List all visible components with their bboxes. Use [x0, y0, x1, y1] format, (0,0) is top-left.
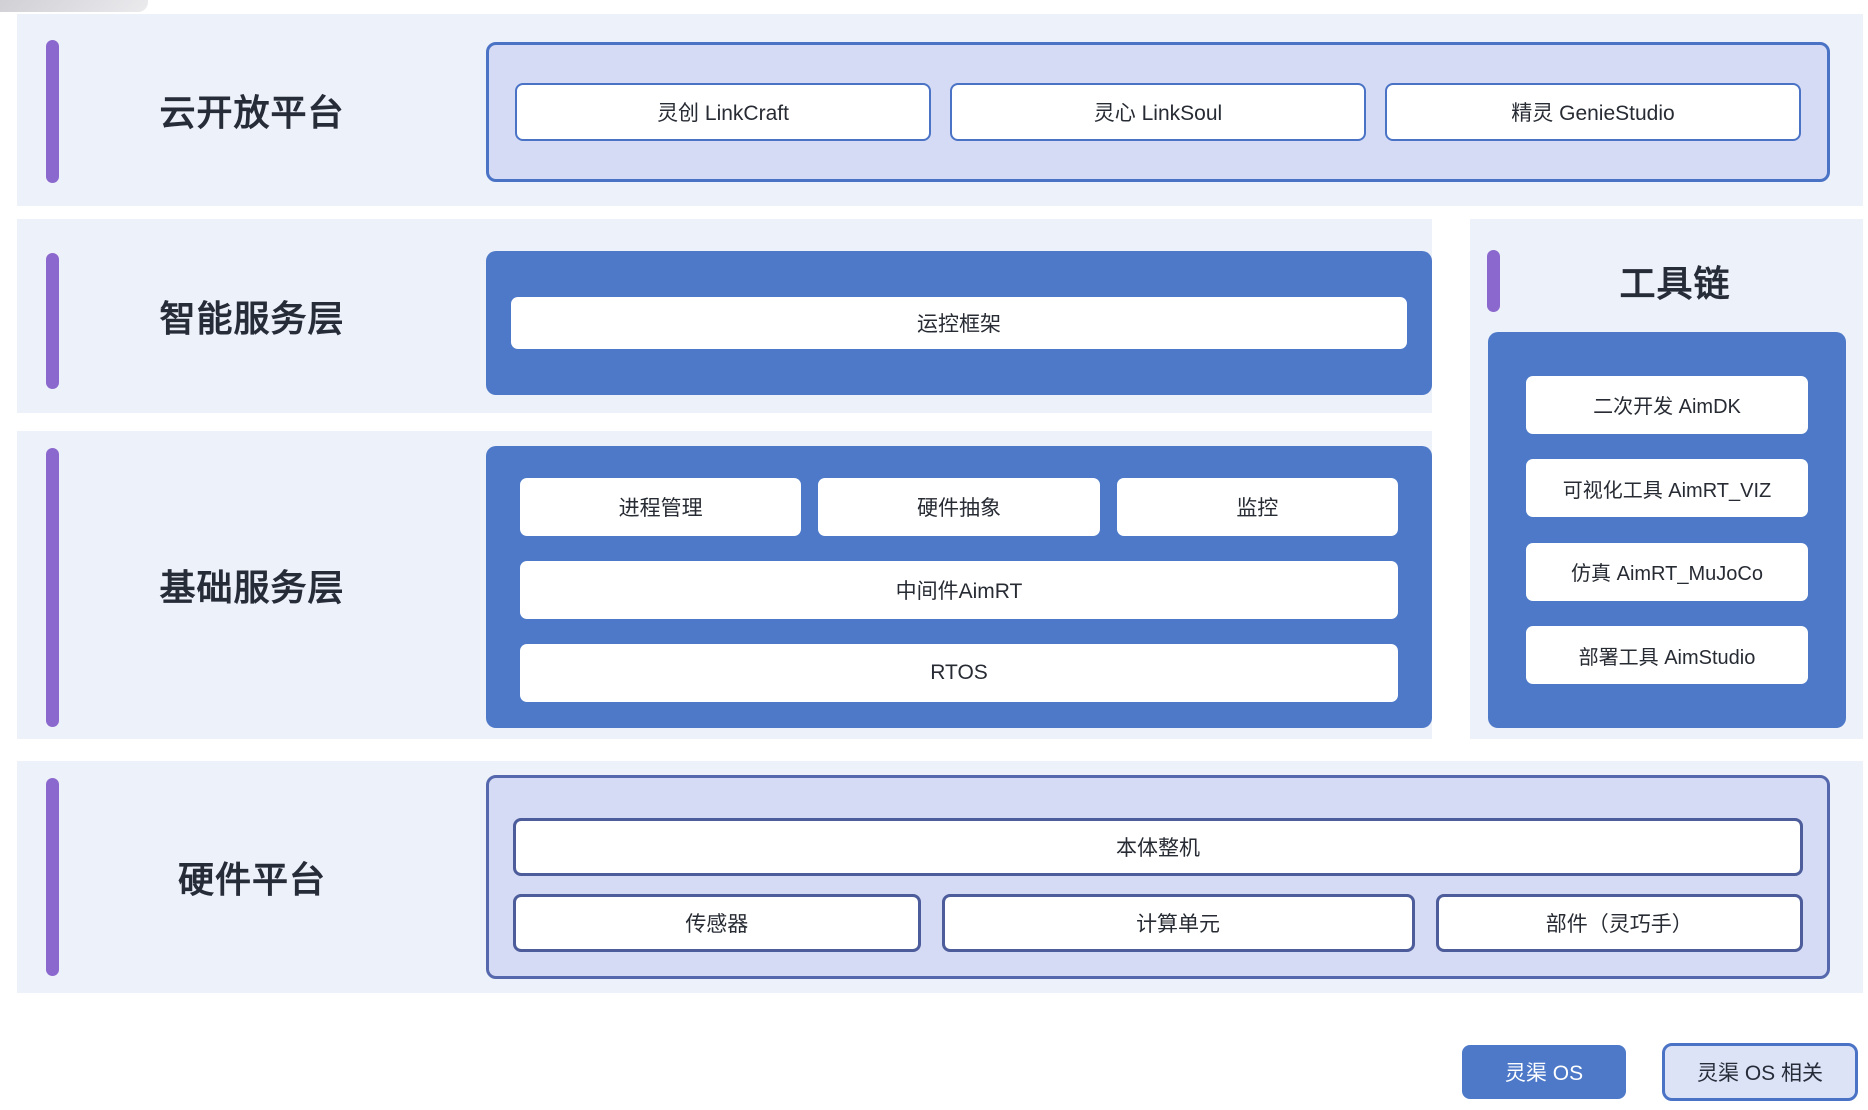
box-linkcraft: 灵创 LinkCraft — [515, 83, 931, 141]
legend-os-related-chip: 灵渠 OS 相关 — [1662, 1043, 1858, 1101]
accent-bar-hardware — [46, 778, 59, 976]
section-title-intelligent: 智能服务层 — [159, 298, 345, 339]
section-title-wrap-hardware: 硬件平台 — [87, 761, 417, 993]
box-aimrt-mujoco: 仿真 AimRT_MuJoCo — [1526, 542, 1808, 601]
section-title-basic: 基础服务层 — [159, 567, 345, 608]
cloud-container: 灵创 LinkCraft 灵心 LinkSoul 精灵 GenieStudio — [486, 42, 1830, 182]
panel-toolchain: 工具链 二次开发 AimDK 可视化工具 AimRT_VIZ 仿真 AimRT_… — [1470, 219, 1863, 739]
box-monitoring: 监控 — [1116, 478, 1398, 536]
toolchain-container: 二次开发 AimDK 可视化工具 AimRT_VIZ 仿真 AimRT_MuJo… — [1488, 332, 1846, 728]
section-title-wrap-toolchain: 工具链 — [1510, 250, 1840, 312]
box-rtos: RTOS — [520, 644, 1398, 702]
box-middleware-aimrt: 中间件AimRT — [520, 561, 1398, 619]
accent-bar-intelligent — [46, 253, 59, 389]
section-basic-service: 基础服务层 进程管理 硬件抽象 监控 中间件AimRT RTOS — [17, 431, 1432, 739]
hardware-container: 本体整机 传感器 计算单元 部件（灵巧手） — [486, 775, 1830, 979]
basic-row-services: 进程管理 硬件抽象 监控 — [520, 478, 1398, 536]
box-components-dexterous-hand: 部件（灵巧手） — [1435, 894, 1803, 952]
box-sensors: 传感器 — [513, 894, 921, 952]
section-title-toolchain: 工具链 — [1619, 263, 1731, 304]
intelligent-container: 运控框架 — [486, 251, 1432, 395]
basic-container: 进程管理 硬件抽象 监控 中间件AimRT RTOS — [486, 446, 1432, 728]
section-intelligent-service: 智能服务层 运控框架 — [17, 219, 1432, 413]
section-title-hardware: 硬件平台 — [177, 859, 326, 900]
accent-bar-toolchain — [1487, 250, 1500, 312]
accent-bar-cloud — [46, 40, 59, 183]
box-process-management: 进程管理 — [520, 478, 802, 536]
box-motion-control-framework: 运控框架 — [511, 297, 1407, 349]
section-title-cloud: 云开放平台 — [159, 92, 345, 133]
box-aimstudio: 部署工具 AimStudio — [1526, 626, 1808, 685]
section-hardware-platform: 硬件平台 本体整机 传感器 计算单元 部件（灵巧手） — [17, 761, 1863, 993]
legend-os-chip: 灵渠 OS — [1462, 1045, 1626, 1099]
box-robot-body: 本体整机 — [513, 818, 1803, 876]
section-title-wrap-cloud: 云开放平台 — [87, 14, 417, 206]
section-title-wrap-basic: 基础服务层 — [87, 431, 417, 739]
top-left-artifact — [0, 0, 148, 12]
section-title-wrap-intelligent: 智能服务层 — [87, 219, 417, 413]
box-geniestudio: 精灵 GenieStudio — [1385, 83, 1801, 141]
box-aimrt-viz: 可视化工具 AimRT_VIZ — [1526, 459, 1808, 518]
hardware-row: 传感器 计算单元 部件（灵巧手） — [513, 894, 1803, 952]
box-aimdk: 二次开发 AimDK — [1526, 375, 1808, 434]
box-compute-unit: 计算单元 — [941, 894, 1415, 952]
box-hardware-abstraction: 硬件抽象 — [818, 478, 1100, 536]
accent-bar-basic — [46, 448, 59, 727]
section-cloud-platform: 云开放平台 灵创 LinkCraft 灵心 LinkSoul 精灵 GenieS… — [17, 14, 1863, 206]
box-linksoul: 灵心 LinkSoul — [950, 83, 1366, 141]
